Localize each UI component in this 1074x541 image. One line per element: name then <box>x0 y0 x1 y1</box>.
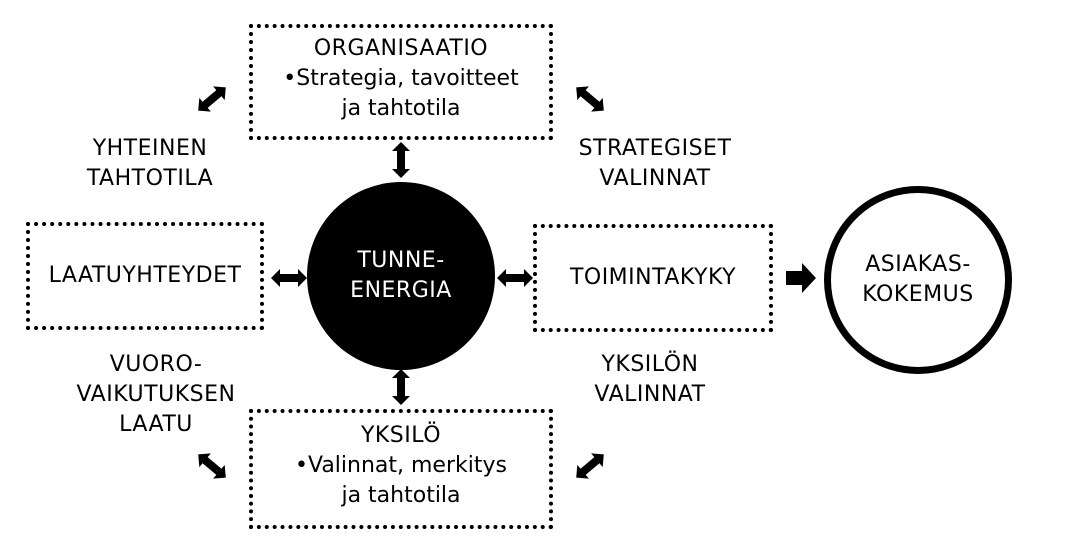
label-line: VAIKUTUKSEN <box>76 382 236 407</box>
label-vuorovaikutuksen-laatu: VUORO- VAIKUTUKSEN LAATU <box>56 350 256 440</box>
organisaatio-title: ORGANISAATIO <box>313 36 489 61</box>
diag-arrow-bottom-left <box>192 447 232 485</box>
yksilo-line2: ja tahtotila <box>341 483 461 508</box>
diag-arrow-top-left <box>192 80 232 118</box>
label-yhteinen-tahtotila: YHTEINEN TAHTOTILA <box>70 134 230 194</box>
yksilo-line1: •Valinnat, merkitys <box>295 453 507 478</box>
label-line: YHTEINEN <box>92 136 208 161</box>
asiakas-line1: ASIAKAS- <box>865 252 971 277</box>
organisaatio-line1: •Strategia, tavoitteet <box>283 66 519 91</box>
center-line2: ENERGIA <box>350 278 452 303</box>
org-center-arrow <box>392 142 410 178</box>
asiakaskokemus-circle: ASIAKAS- KOKEMUS <box>824 186 1012 374</box>
organisaatio-line2: ja tahtotila <box>341 96 461 121</box>
laatuyhteydet-title: LAATUYHTEYDET <box>48 263 242 288</box>
label-line: TAHTOTILA <box>86 166 214 191</box>
tunne-energia-circle: TUNNE- ENERGIA <box>307 182 495 370</box>
center-yksilo-arrow <box>392 369 410 405</box>
toimintakyky-box: TOIMINTAKYKY <box>533 224 773 332</box>
yksilo-title: YKSILÖ <box>360 423 442 448</box>
center-line1: TUNNE- <box>357 248 445 273</box>
yksilo-box: YKSILÖ •Valinnat, merkitys ja tahtotila <box>249 409 553 529</box>
organisaatio-box: ORGANISAATIO •Strategia, tavoitteet ja t… <box>249 24 553 140</box>
label-line: LAATU <box>119 412 193 437</box>
toimintakyky-title: TOIMINTAKYKY <box>569 265 737 290</box>
laatuyhteydet-box: LAATUYHTEYDET <box>26 222 264 330</box>
label-line: VALINNAT <box>599 166 711 191</box>
toiminta-asiakas-arrow <box>786 263 816 293</box>
center-toiminta-arrow <box>497 269 533 287</box>
asiakas-line2: KOKEMUS <box>862 282 974 307</box>
label-strategiset-valinnat: STRATEGISET VALINNAT <box>560 134 750 194</box>
label-line: STRATEGISET <box>578 136 732 161</box>
diag-arrow-top-right <box>570 80 610 118</box>
label-line: VUORO- <box>109 352 203 377</box>
diag-arrow-bottom-right <box>570 447 610 485</box>
label-line: YKSILÖN <box>601 352 699 377</box>
label-line: VALINNAT <box>594 382 706 407</box>
label-yksilon-valinnat: YKSILÖN VALINNAT <box>570 350 730 410</box>
laatu-center-arrow <box>271 269 307 287</box>
